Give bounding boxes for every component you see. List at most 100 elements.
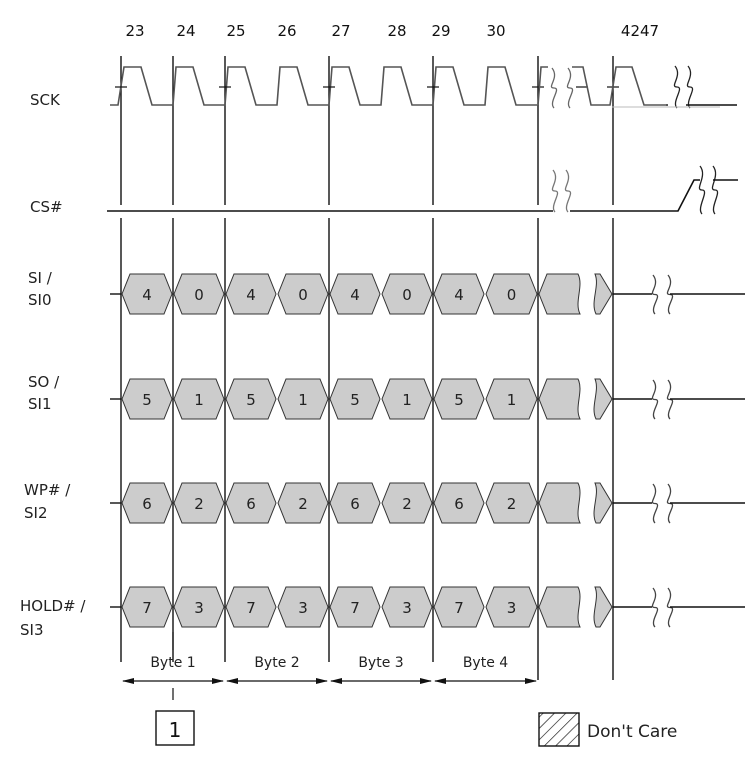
data-cell <box>485 378 538 420</box>
data-cell <box>433 273 485 315</box>
bit-value: 7 <box>246 599 256 617</box>
bit-value: 7 <box>350 599 360 617</box>
data-cell <box>225 482 277 524</box>
clock-number: 27 <box>331 22 350 40</box>
byte-label: Byte 4 <box>463 655 508 671</box>
data-cell <box>329 482 381 524</box>
data-cell <box>381 273 433 315</box>
data-cell <box>173 482 225 524</box>
data-cell <box>433 378 485 420</box>
data-cell <box>277 273 329 315</box>
signal-label: SI2 <box>24 504 48 522</box>
data-cell <box>225 273 277 315</box>
legend-label: Don't Care <box>587 722 677 742</box>
bit-value: 1 <box>402 391 412 409</box>
data-cell <box>225 378 277 420</box>
data-cell <box>173 586 225 628</box>
bit-value: 4 <box>454 286 464 304</box>
bit-value: 2 <box>298 495 308 513</box>
data-cell <box>121 273 173 315</box>
data-cell <box>225 586 277 628</box>
data-cell <box>485 482 538 524</box>
bit-value: 5 <box>246 391 256 409</box>
bit-value: 6 <box>246 495 256 513</box>
bit-value: 0 <box>194 286 204 304</box>
signal-label: SI3 <box>20 621 44 639</box>
clock-number: 24 <box>176 22 195 40</box>
bit-value: 7 <box>142 599 152 617</box>
clock-number: 4247 <box>621 22 659 40</box>
bit-value: 4 <box>142 286 152 304</box>
bit-value: 1 <box>194 391 204 409</box>
bit-value: 1 <box>507 391 517 409</box>
data-cell <box>277 482 329 524</box>
clock-number: 26 <box>277 22 296 40</box>
data-cell <box>485 586 538 628</box>
bit-value: 6 <box>454 495 464 513</box>
signal-label: WP# / <box>24 481 71 499</box>
signal-label: SI1 <box>28 395 52 413</box>
byte-label: Byte 2 <box>254 655 299 671</box>
data-cell <box>121 586 173 628</box>
data-cell <box>121 378 173 420</box>
cycle-boundary-lines <box>120 56 614 680</box>
clock-number-labels: 23 24 25 26 27 28 29 30 4247 <box>125 22 659 40</box>
data-cell <box>329 586 381 628</box>
data-cell <box>433 482 485 524</box>
signal-label: SO / <box>28 373 60 391</box>
cs-waveform <box>107 165 738 215</box>
bit-value: 6 <box>350 495 360 513</box>
bit-value: 0 <box>298 286 308 304</box>
signal-label: SI0 <box>28 291 52 309</box>
data-cell <box>381 482 433 524</box>
data-cell <box>277 378 329 420</box>
bit-value: 2 <box>194 495 204 513</box>
clock-number: 29 <box>431 22 450 40</box>
hatch-swatch-icon <box>538 712 580 747</box>
note-box <box>155 710 195 746</box>
note-marker: 1 <box>155 710 195 746</box>
data-cell <box>485 273 538 315</box>
data-cell <box>173 273 225 315</box>
signal-label: SI / <box>28 269 53 287</box>
bit-value: 0 <box>402 286 412 304</box>
data-cell <box>381 586 433 628</box>
byte-annotations: Byte 1 Byte 2 Byte 3 Byte 4 <box>122 655 537 700</box>
bit-value: 2 <box>507 495 517 513</box>
bit-value: 1 <box>298 391 308 409</box>
clock-number: 23 <box>125 22 144 40</box>
bit-value: 5 <box>350 391 360 409</box>
dont-care-legend: Don't Care <box>538 712 677 747</box>
bit-value: 4 <box>350 286 360 304</box>
signal-label: CS# <box>30 198 63 216</box>
data-cell <box>329 273 381 315</box>
bit-value: 5 <box>454 391 464 409</box>
bit-value: 0 <box>507 286 517 304</box>
note-number: 1 <box>169 718 182 742</box>
bit-value: 7 <box>454 599 464 617</box>
data-cell <box>121 482 173 524</box>
bit-value: 3 <box>507 599 517 617</box>
signal-label: HOLD# / <box>20 597 86 615</box>
data-cell <box>277 586 329 628</box>
data-cell <box>173 378 225 420</box>
bit-value: 4 <box>246 286 256 304</box>
byte-label: Byte 1 <box>150 655 195 671</box>
clock-number: 30 <box>486 22 505 40</box>
clock-number: 25 <box>226 22 245 40</box>
bit-value: 3 <box>194 599 204 617</box>
clock-number: 28 <box>387 22 406 40</box>
signal-label: SCK <box>30 91 61 109</box>
bit-value: 3 <box>402 599 412 617</box>
data-cell <box>433 586 485 628</box>
sck-waveform <box>110 65 737 109</box>
data-cell <box>329 378 381 420</box>
bit-value: 3 <box>298 599 308 617</box>
byte-label: Byte 3 <box>358 655 403 671</box>
data-cell <box>381 378 433 420</box>
bit-value: 6 <box>142 495 152 513</box>
bit-value: 2 <box>402 495 412 513</box>
